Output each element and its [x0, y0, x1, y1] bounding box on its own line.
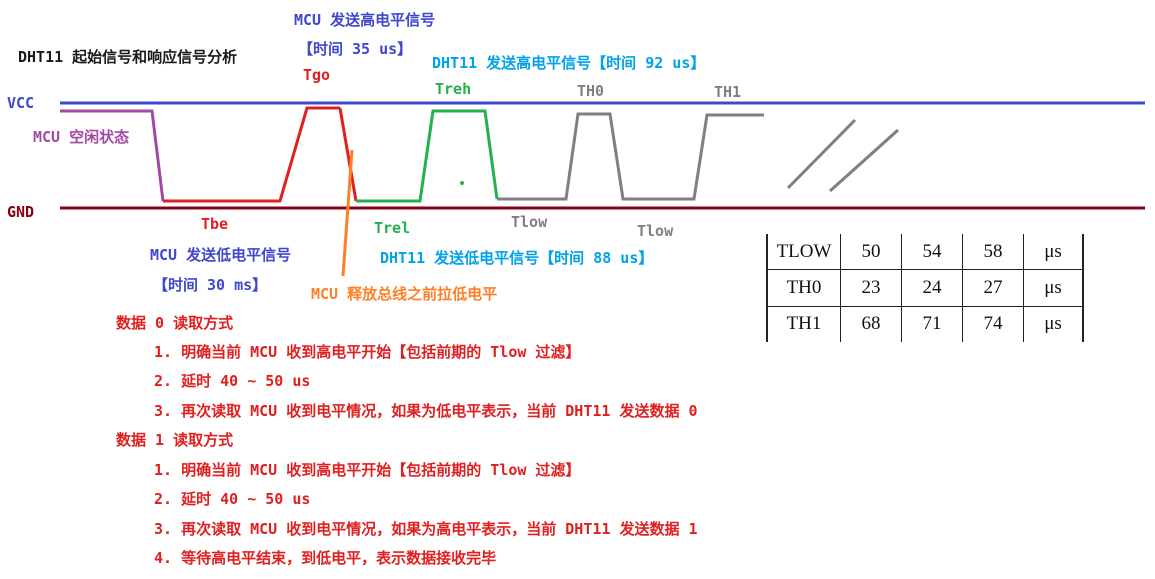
- mcu-low-title: MCU 发送低电平信号: [150, 246, 292, 264]
- treh-label: Treh: [435, 80, 472, 98]
- table-cell-typ: 71: [901, 305, 963, 342]
- tlow-label-first: Tlow: [511, 213, 548, 231]
- table-cell-min: 68: [840, 305, 902, 342]
- table-row: TH1 68 71 74 μs: [766, 305, 1084, 342]
- trel-label: Trel: [374, 219, 411, 237]
- table-cell-name: TLOW: [766, 234, 841, 271]
- tgo-label: Tgo: [303, 66, 331, 84]
- vcc-label: VCC: [7, 94, 35, 112]
- table-cell-unit: μs: [1023, 305, 1084, 342]
- data0-step-3: 3. 再次读取 MCU 收到电平情况，如果为低电平表示，当前 DHT11 发送数…: [154, 402, 698, 420]
- table-cell-unit: μs: [1023, 269, 1084, 307]
- th0-label: TH0: [577, 82, 605, 100]
- dht-high-label: DHT11 发送高电平信号【时间 92 us】: [432, 54, 706, 72]
- data-bit-wave: [497, 112, 764, 201]
- table-cell-max: 58: [962, 234, 1024, 271]
- data1-step-1: 1. 明确当前 MCU 收到高电平开始【包括前期的 Tlow 过滤】: [154, 461, 581, 479]
- data1-step-4: 4. 等待高电平结束，到低电平，表示数据接收完毕: [154, 549, 497, 567]
- data0-title: 数据 0 读取方式: [116, 314, 234, 332]
- mcu-low-time: 【时间 30 ms】: [153, 276, 268, 294]
- gnd-label: GND: [7, 203, 35, 221]
- table-cell-name: TH1: [766, 305, 841, 342]
- dht-response-wave: [356, 109, 499, 203]
- th1-label: TH1: [714, 83, 742, 101]
- mcu-release-wave: [338, 107, 358, 202]
- mcu-release-pointer: [341, 149, 354, 277]
- table-cell-max: 27: [962, 269, 1024, 307]
- table-cell-max: 74: [962, 305, 1024, 342]
- table-row: TH0 23 24 27 μs: [766, 269, 1084, 307]
- data1-step-3: 3. 再次读取 MCU 收到电平情况，如果为高电平表示，当前 DHT11 发送数…: [154, 520, 698, 538]
- table-cell-min: 50: [840, 234, 902, 271]
- green-dot: [460, 181, 464, 185]
- mcu-idle-wave: [60, 109, 165, 202]
- tlow-label-second: Tlow: [637, 222, 674, 240]
- mcu-high-title: MCU 发送高电平信号: [294, 11, 436, 29]
- table-cell-name: TH0: [766, 269, 841, 307]
- data1-title: 数据 1 读取方式: [116, 431, 234, 449]
- diagram-title: DHT11 起始信号和响应信号分析: [18, 48, 238, 66]
- table-row: TLOW 50 54 58 μs: [766, 234, 1084, 271]
- mcu-release-label: MCU 释放总线之前拉低电平: [311, 285, 498, 303]
- table-cell-unit: μs: [1023, 234, 1084, 271]
- table-cell-typ: 54: [901, 234, 963, 271]
- timing-table: TLOW 50 54 58 μs TH0 23 24 27 μs TH1 68 …: [766, 234, 1084, 342]
- data0-step-1: 1. 明确当前 MCU 收到高电平开始【包括前期的 Tlow 过滤】: [154, 343, 581, 361]
- mcu-start-wave: [163, 106, 340, 203]
- dht-low-label: DHT11 发送低电平信号【时间 88 us】: [380, 249, 654, 267]
- table-cell-typ: 24: [901, 269, 963, 307]
- table-cell-min: 23: [840, 269, 902, 307]
- break-mark-left: [786, 118, 857, 190]
- data0-step-2: 2. 延时 40 ~ 50 us: [154, 372, 311, 390]
- mcu-high-time: 【时间 35 us】: [298, 40, 413, 58]
- break-mark-right: [828, 128, 900, 193]
- tbe-label: Tbe: [201, 215, 229, 233]
- mcu-idle-label: MCU 空闲状态: [33, 128, 130, 146]
- data1-step-2: 2. 延时 40 ~ 50 us: [154, 490, 311, 508]
